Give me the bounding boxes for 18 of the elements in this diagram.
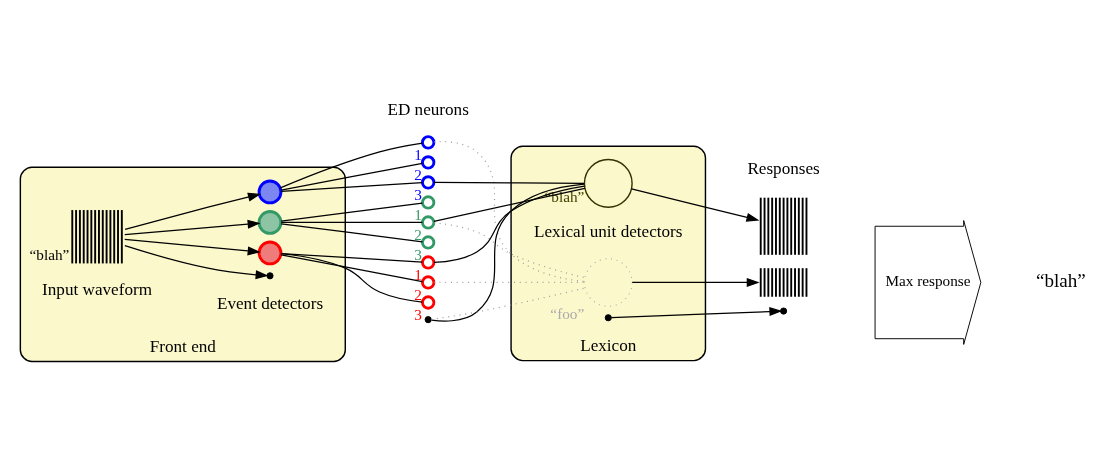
node-label: “blah” bbox=[29, 245, 70, 263]
node-label: “foo” bbox=[550, 304, 585, 321]
label: ED neurons bbox=[387, 99, 469, 119]
node-label: 3 bbox=[414, 185, 422, 203]
node-label: 1 bbox=[414, 145, 422, 163]
node-label: 1 bbox=[414, 265, 422, 283]
node-label: 3 bbox=[414, 305, 422, 323]
node-label: 2 bbox=[414, 285, 422, 303]
node-label: 2 bbox=[414, 225, 422, 243]
label: Responses bbox=[747, 158, 820, 178]
node-label: 3 bbox=[414, 245, 422, 263]
label: Lexical unit detectors bbox=[534, 221, 683, 241]
label: Event detectors bbox=[216, 293, 324, 313]
label: Input waveform bbox=[42, 279, 153, 299]
node-label: “blah” bbox=[544, 187, 585, 205]
node-label: 2 bbox=[414, 165, 422, 183]
label: “blah” bbox=[1036, 269, 1086, 291]
node-label: 1 bbox=[414, 205, 422, 223]
